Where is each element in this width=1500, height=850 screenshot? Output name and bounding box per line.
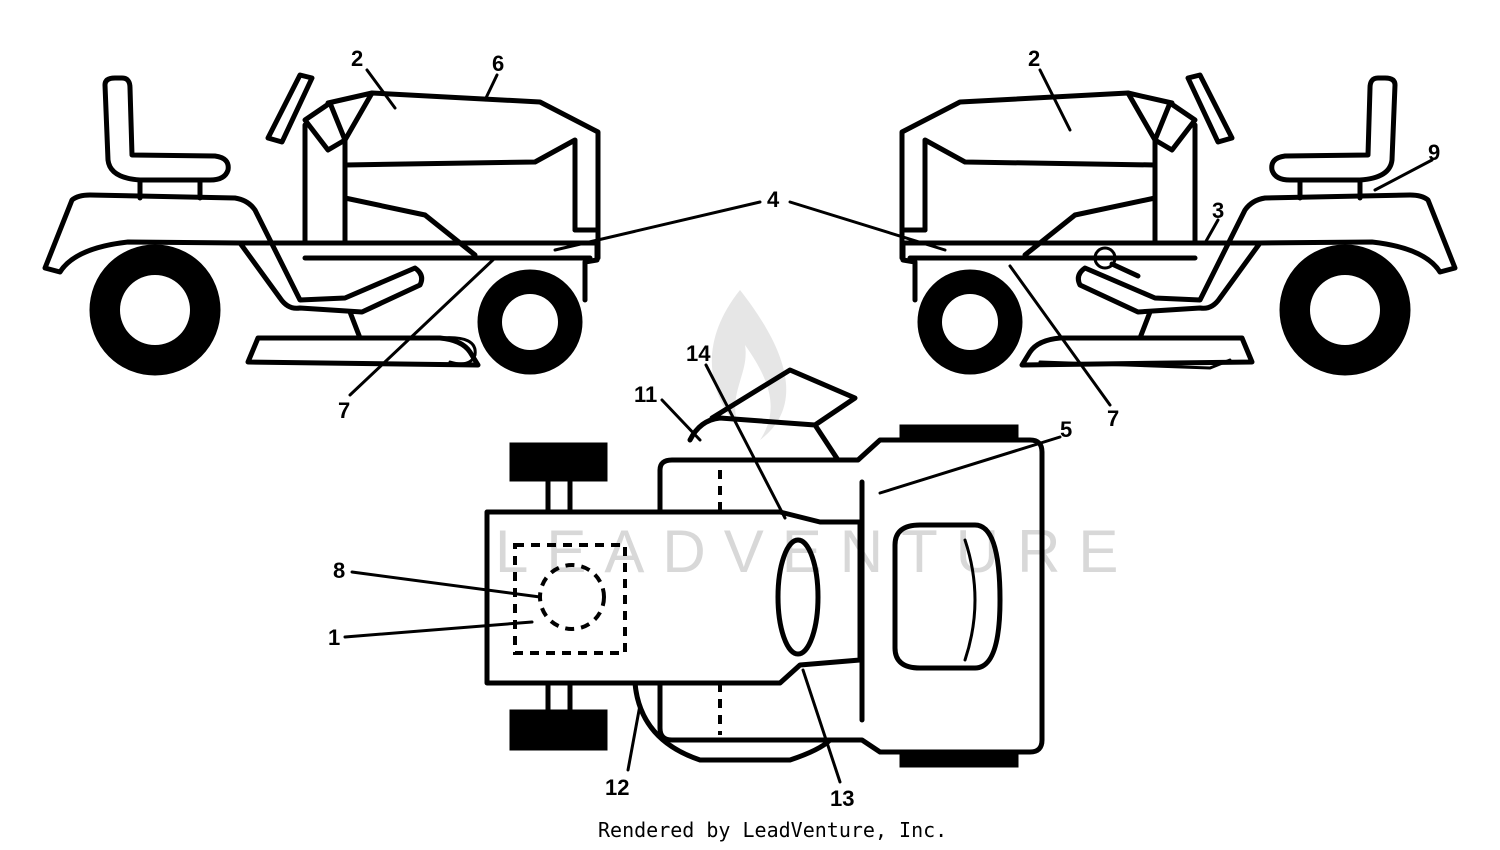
watermark: LEADVENTURE <box>495 290 1136 585</box>
tractor-right-side-view <box>899 72 1458 376</box>
callout-12: 12 <box>605 775 629 800</box>
leader-lines <box>343 68 1434 784</box>
callout-2-right: 2 <box>1028 46 1040 71</box>
callout-8: 8 <box>333 558 345 583</box>
callout-6: 6 <box>492 51 504 76</box>
callout-5: 5 <box>1060 417 1072 442</box>
watermark-flame-icon <box>711 290 787 440</box>
watermark-text: LEADVENTURE <box>495 518 1136 585</box>
callout-2-left: 2 <box>351 46 363 71</box>
callout-4: 4 <box>767 187 780 212</box>
callout-14: 14 <box>686 341 711 366</box>
callout-1: 1 <box>328 625 340 650</box>
callout-9: 9 <box>1428 140 1440 165</box>
callout-7-left: 7 <box>338 398 350 423</box>
tractor-left-side-view <box>42 72 601 376</box>
callout-7-right: 7 <box>1107 406 1119 431</box>
footer-credit: Rendered by LeadVenture, Inc. <box>598 818 947 842</box>
callout-labels: 2 6 2 9 3 4 7 7 5 8 1 11 14 12 13 <box>328 46 1440 811</box>
tractor-top-view <box>484 367 1045 768</box>
callout-11: 11 <box>634 382 657 407</box>
callout-3: 3 <box>1212 198 1224 223</box>
callout-13: 13 <box>830 786 854 811</box>
